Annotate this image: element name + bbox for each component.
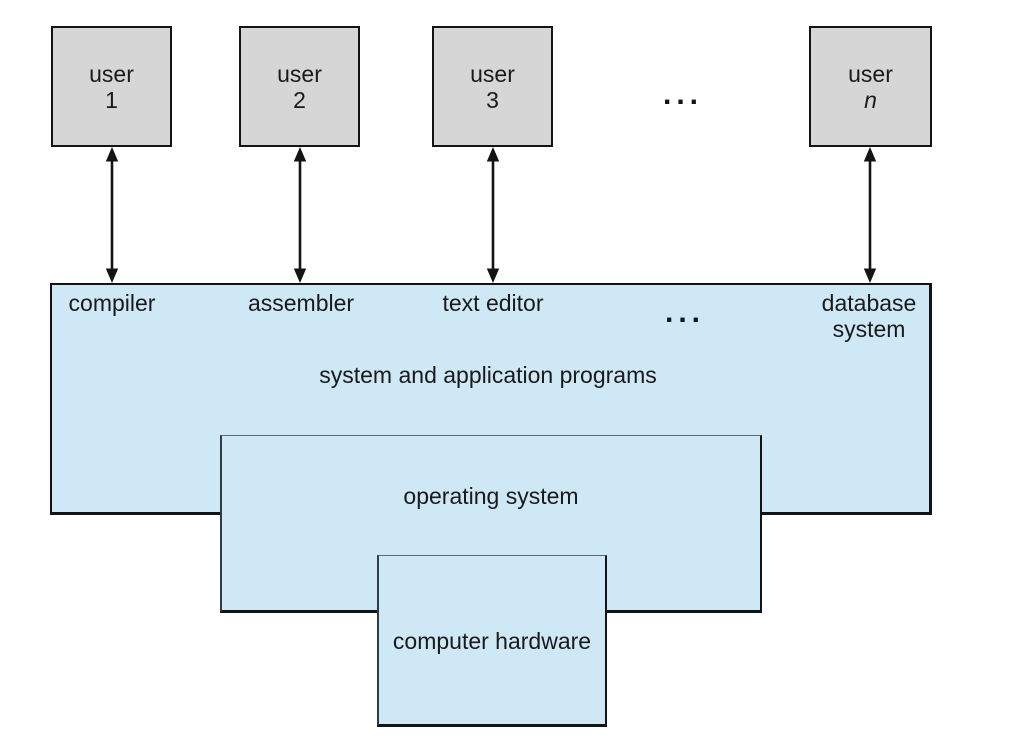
user-3-label: user (470, 60, 515, 87)
programs-box-caption: system and application programs (319, 362, 657, 388)
user-2-box: user 2 (239, 26, 360, 147)
database-system-label-line2: system (832, 316, 906, 342)
user-1-bidirectional-arrow-icon (105, 147, 119, 283)
user-2-label: user (277, 60, 322, 87)
user-2-bidirectional-arrow-icon (293, 147, 307, 283)
user-3-box: user 3 (432, 26, 553, 147)
computer-hardware-box: computer hardware (377, 555, 607, 727)
user-n-box: user n (809, 26, 932, 147)
user-2-number: 2 (293, 86, 306, 113)
user-3-bidirectional-arrow-icon (486, 147, 500, 283)
system-application-programs-box: compiler assembler text editor ... datab… (50, 283, 932, 515)
user-n-bidirectional-arrow-icon (863, 147, 877, 283)
database-system-label-line1: database (821, 290, 917, 316)
user-3-number: 3 (486, 86, 499, 113)
computer-hardware-label: computer hardware (392, 628, 592, 654)
operating-system-label: operating system (403, 483, 579, 509)
assembler-label: assembler (247, 290, 355, 316)
user-n-number: n (864, 86, 877, 113)
compiler-label: compiler (68, 290, 156, 316)
user-1-box: user 1 (51, 26, 172, 147)
text-editor-label: text editor (442, 290, 544, 316)
user-1-label: user (89, 60, 134, 87)
user-n-label: user (848, 60, 893, 87)
database-system-label: database system (822, 290, 917, 342)
user-1-number: 1 (105, 86, 118, 113)
